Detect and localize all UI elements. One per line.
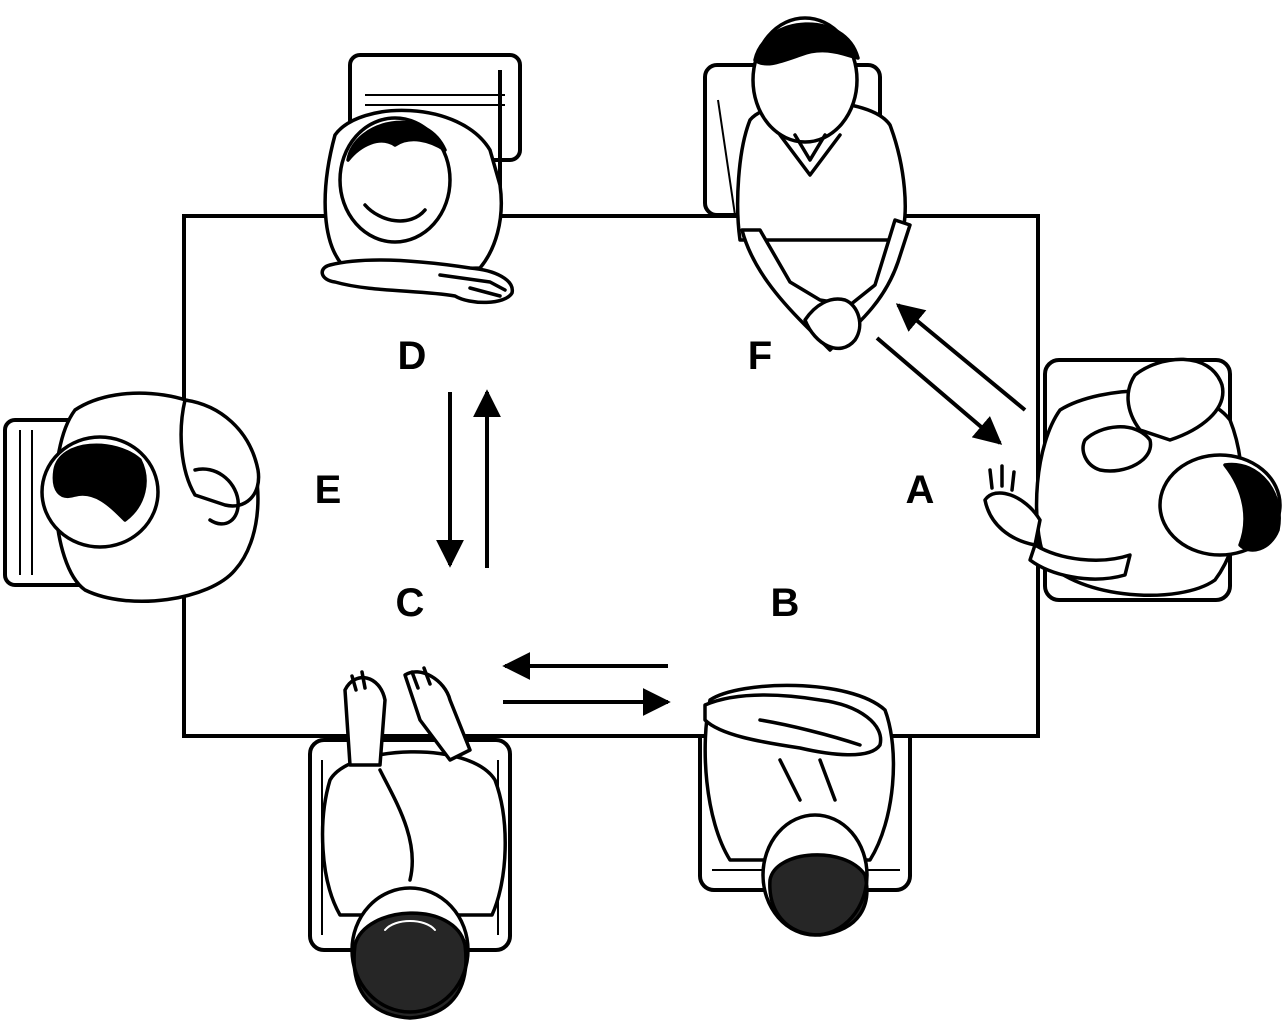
person-d	[320, 108, 514, 305]
seat-label-a: A	[905, 468, 935, 512]
seat-label-c: C	[395, 581, 425, 625]
seat-label-f: F	[747, 334, 773, 378]
person-c	[320, 666, 507, 1020]
arrow-a-to-f	[895, 303, 1027, 412]
person-f	[735, 16, 912, 352]
person-b	[703, 683, 896, 937]
person-a	[983, 357, 1282, 598]
person-e	[40, 391, 261, 604]
seat-label-e: E	[314, 468, 342, 512]
arrows	[436, 303, 1027, 716]
arrow-f-to-a	[875, 336, 1003, 445]
seat-label-d: D	[397, 334, 427, 378]
seat-label-b: B	[770, 581, 800, 625]
